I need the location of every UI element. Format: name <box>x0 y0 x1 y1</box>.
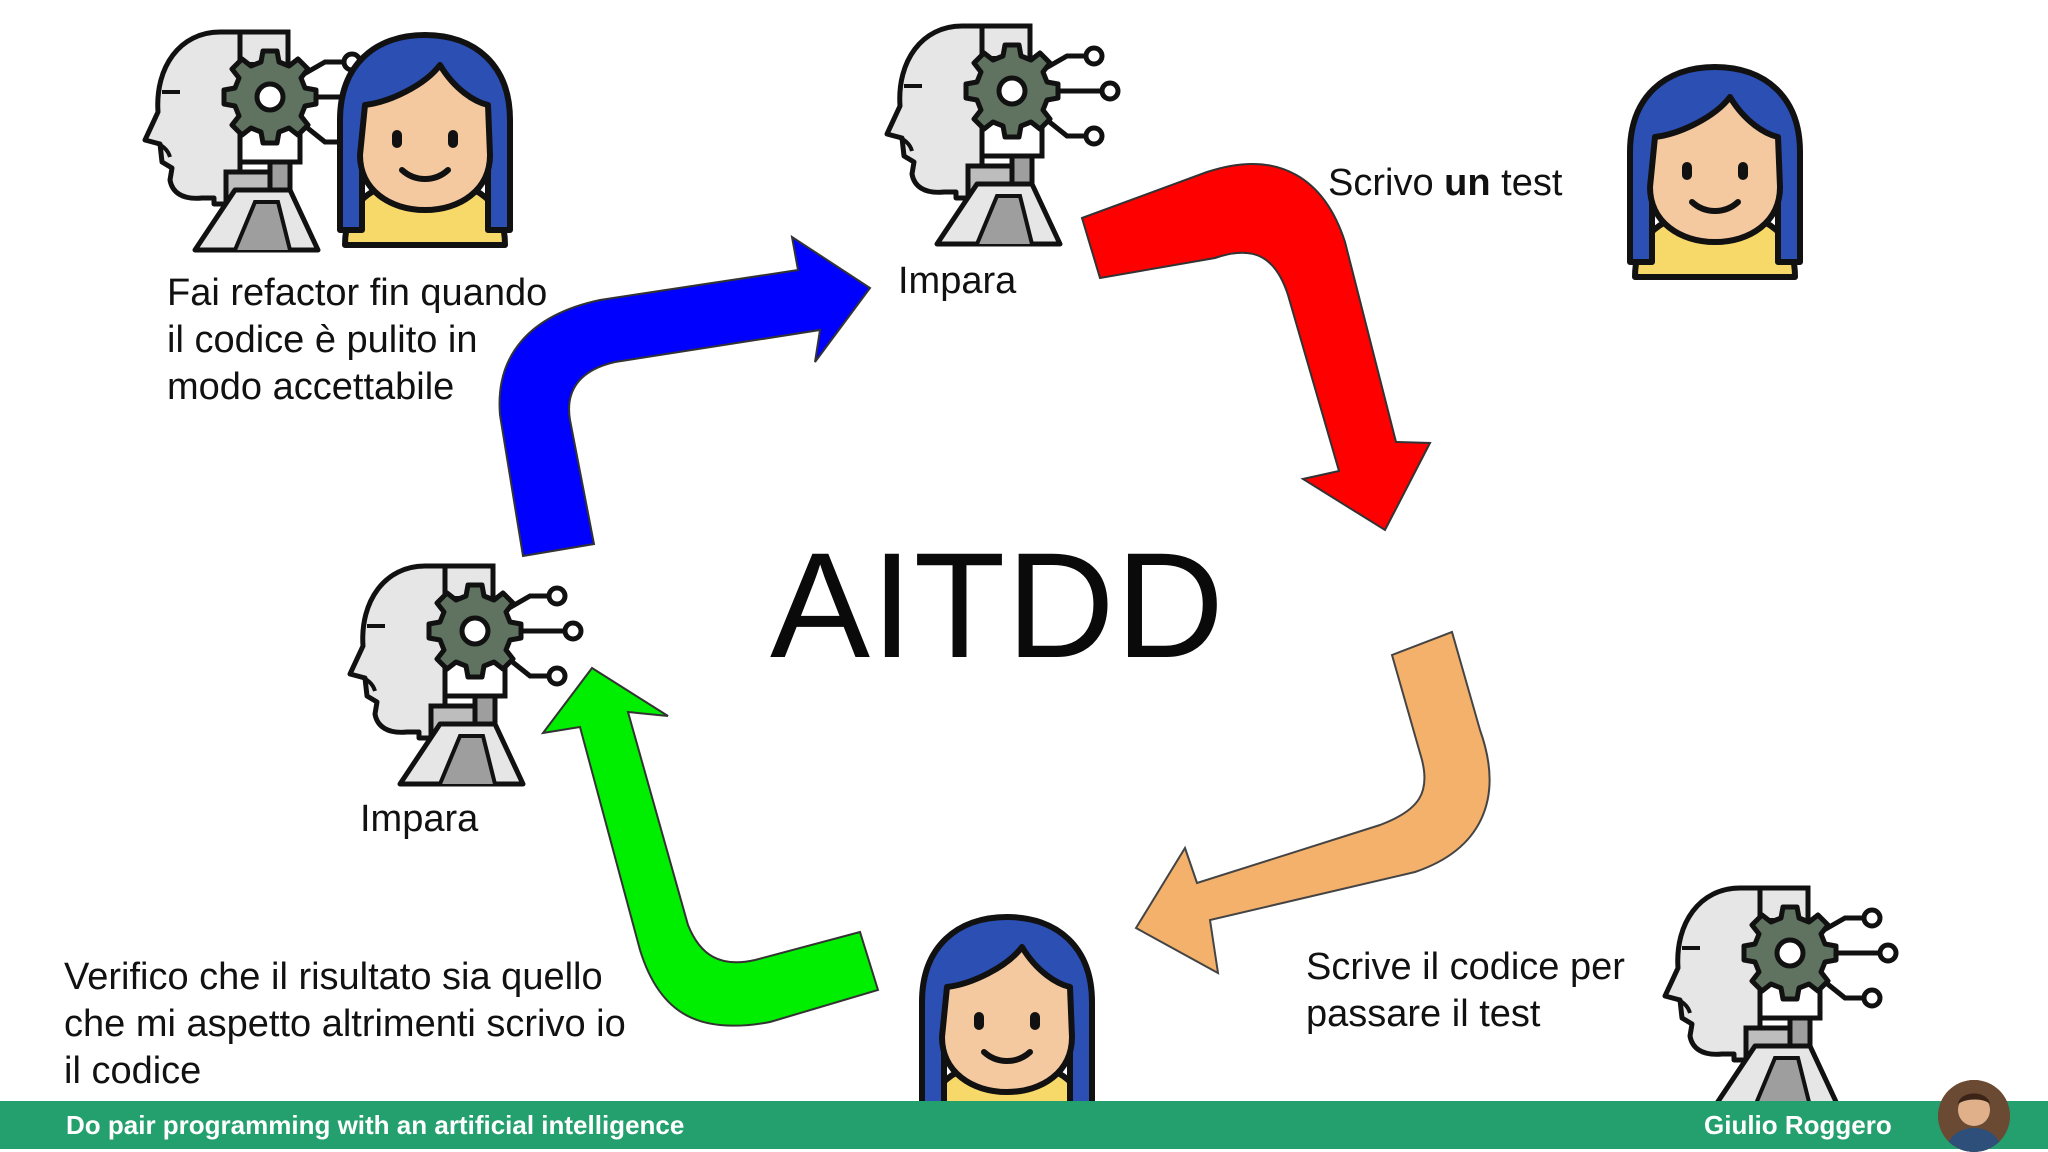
speaker-photo <box>1938 1080 2010 1152</box>
developer-icon <box>340 35 510 245</box>
developer-icon <box>1630 67 1800 277</box>
developer-icon <box>922 917 1092 1127</box>
robot-human-icon <box>350 566 581 784</box>
step-learn-left: Impara <box>360 798 479 840</box>
step-write-test: Scrivo un test <box>1328 160 1562 207</box>
step-write-code-line2: passare il test <box>1306 993 1541 1035</box>
blue-arrow <box>498 234 872 558</box>
green-arrow <box>540 666 880 1027</box>
step-learn-top: Impara <box>898 260 1017 302</box>
robot-human-icon <box>1665 888 1896 1106</box>
orange-arrow <box>1134 630 1491 975</box>
step-verify-line3: il codice <box>64 1050 202 1092</box>
footer-speaker-name: Giulio Roggero <box>1704 1110 1892 1140</box>
center-title: AITDD <box>770 521 1225 689</box>
step-write-test-pre: Scrivo <box>1328 162 1445 204</box>
step-write-test-bold: un <box>1444 162 1491 204</box>
step-refactor-line1: Fai refactor fin quando <box>167 272 548 314</box>
red-arrow <box>1080 163 1432 532</box>
step-verify: Verifico che il risultato sia quello che… <box>64 954 626 1095</box>
footer-bar <box>0 1101 2048 1149</box>
robot-human-icon <box>887 26 1118 244</box>
step-refactor: Fai refactor fin quando il codice è puli… <box>167 270 547 411</box>
step-refactor-line2: il codice è pulito in <box>167 319 478 361</box>
step-verify-line1: Verifico che il risultato sia quello <box>64 956 603 998</box>
avatar <box>1938 1080 2010 1152</box>
step-verify-line2: che mi aspetto altrimenti scrivo io <box>64 1003 626 1045</box>
step-refactor-line3: modo accettabile <box>167 366 455 408</box>
footer-talk-title: Do pair programming with an artificial i… <box>66 1110 685 1140</box>
step-write-code-line1: Scrive il codice per <box>1306 946 1625 988</box>
step-write-test-post: test <box>1490 162 1563 204</box>
step-write-code: Scrive il codice per passare il test <box>1306 944 1625 1038</box>
